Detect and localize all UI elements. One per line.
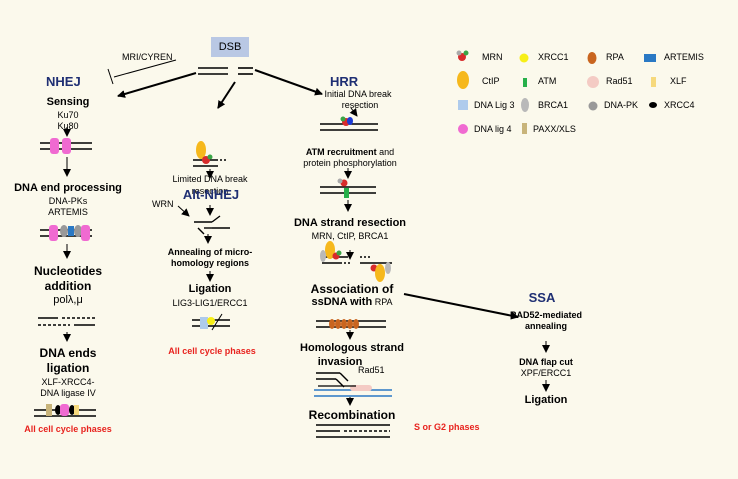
alt-wrn-dna — [194, 215, 230, 235]
nhej-ligation: ligation — [46, 361, 90, 375]
alt-ligation: Ligation — [188, 283, 232, 295]
hrr-initial-line2: resection — [341, 100, 379, 110]
nhej-artemis: ARTEMIS — [48, 207, 88, 217]
nhej-sensing: Sensing — [46, 96, 90, 108]
alt-lig: LIG3-LIG1/ERCC1 — [172, 298, 248, 308]
ssa-ligation: Ligation — [524, 394, 568, 406]
legend-artemis: ARTEMIS — [664, 52, 704, 62]
nhej-addition: addition — [44, 279, 92, 293]
hrr-initial-line1: Initial DNA break — [324, 89, 392, 99]
hrr-strand-resection-dna — [320, 241, 392, 282]
arrow-to-alt-nhej — [217, 81, 236, 109]
nhej-end-processing: DNA end processing — [14, 182, 122, 194]
hrr-homologous-line1: Homologous strand — [300, 342, 404, 354]
hrr-rpa-dna — [316, 319, 386, 329]
hrr-association-line1: Association of — [310, 282, 394, 296]
hrr-recombination: Recombination — [308, 408, 396, 422]
alt-resection-dna — [193, 141, 228, 167]
arrow-to-nhej — [117, 72, 197, 98]
hrr-atm-rest: and — [376, 147, 395, 157]
ssa-xpf: XPF/ERCC1 — [520, 368, 572, 378]
nhej-dna-pks: DNA-PKs — [48, 196, 88, 206]
legend-mrn: MRN — [482, 52, 503, 62]
nhej-ku70: Ku70 — [57, 110, 79, 120]
legend-icons — [456, 50, 657, 134]
nhej-processing-dna — [40, 225, 92, 241]
hrr-strand-resection: DNA strand resection — [293, 217, 407, 229]
hrr-atm-dna — [320, 178, 376, 198]
ssa-flap-cut: DNA flap cut — [519, 357, 573, 367]
legend-ctip: CtIP — [482, 76, 500, 86]
alt-limited-line2: resection — [191, 186, 229, 196]
ssa-rad52-line1: RAD52-mediated — [509, 310, 583, 320]
hrr-initial-dna — [320, 116, 378, 131]
hrr-protein: protein phosphorylation — [303, 158, 397, 168]
mri-cyren-label: MRI/CYREN — [122, 52, 173, 62]
hrr-strand-sub: MRN, CtIP, BRCA1 — [311, 231, 389, 241]
dsb-strands — [198, 67, 253, 75]
nhej-polymerase: polλ,μ — [53, 294, 83, 306]
legend-paxx: PAXX/XLS — [533, 124, 576, 134]
nhej-title: NHEJ — [46, 74, 81, 89]
ssa-rad52-line2: annealing — [524, 321, 568, 331]
legend-xlf: XLF — [670, 76, 687, 86]
alt-nhej-title: Alt-NHEJ — [182, 187, 240, 202]
hrr-phases: S or G2 phases — [414, 422, 480, 432]
alt-annealing-line2: homology regions — [170, 258, 250, 268]
alt-limited-line1: Limited DNA break — [172, 174, 248, 184]
dsb-box: DSB — [211, 37, 249, 57]
legend-rad51: Rad51 — [606, 76, 633, 86]
nhej-xlf: XLF-XRCC4- — [41, 377, 95, 387]
hrr-homologous-line2: invasion — [317, 356, 363, 368]
hrr-ssdna-rest: RPA — [372, 297, 393, 307]
legend-lig4: DNA lig 4 — [474, 124, 512, 134]
hrr-atm-line: ATM recruitment and — [306, 147, 394, 158]
alt-wrn: WRN — [152, 199, 174, 209]
nhej-ends: DNA ends — [39, 346, 97, 360]
hrr-invasion-dna — [314, 372, 392, 397]
hrr-atm-bold: ATM recruitment — [305, 147, 377, 157]
arrow-to-hrr — [254, 69, 323, 96]
hrr-title: HRR — [330, 74, 359, 89]
legend-lig3: DNA Lig 3 — [474, 100, 515, 110]
legend-xrcc4: XRCC4 — [664, 100, 695, 110]
nhej-nucleotides: Nucleotides — [33, 264, 103, 278]
nhej-ligase: DNA ligase IV — [40, 388, 96, 398]
nhej-phases: All cell cycle phases — [24, 424, 112, 434]
legend-atm: ATM — [538, 76, 557, 86]
hrr-recombination-dna — [316, 424, 390, 438]
nhej-ku80: Ku80 — [57, 121, 79, 131]
step-arrows — [63, 107, 550, 406]
hrr-association-line2: ssDNA with RPA — [311, 297, 392, 308]
alt-ligation-dna — [192, 313, 230, 331]
hrr-ssdna-bold: ssDNA with — [311, 296, 373, 308]
legend-brca1: BRCA1 — [538, 100, 569, 110]
alt-annealing-line1: Annealing of micro- — [167, 247, 253, 257]
ssa-title: SSA — [528, 290, 556, 305]
nhej-ku-dna — [40, 138, 92, 154]
nhej-ligation-dna — [34, 404, 96, 417]
legend-dnapk: DNA-PK — [604, 100, 639, 110]
alt-phases: All cell cycle phases — [168, 346, 256, 356]
mri-inhibition — [107, 59, 177, 85]
arrow-to-ssa — [403, 293, 519, 320]
nhej-addition-dna — [38, 317, 95, 326]
hrr-rad51: Rad51 — [358, 365, 385, 375]
legend-rpa: RPA — [606, 52, 624, 62]
legend-xrcc1: XRCC1 — [538, 52, 569, 62]
